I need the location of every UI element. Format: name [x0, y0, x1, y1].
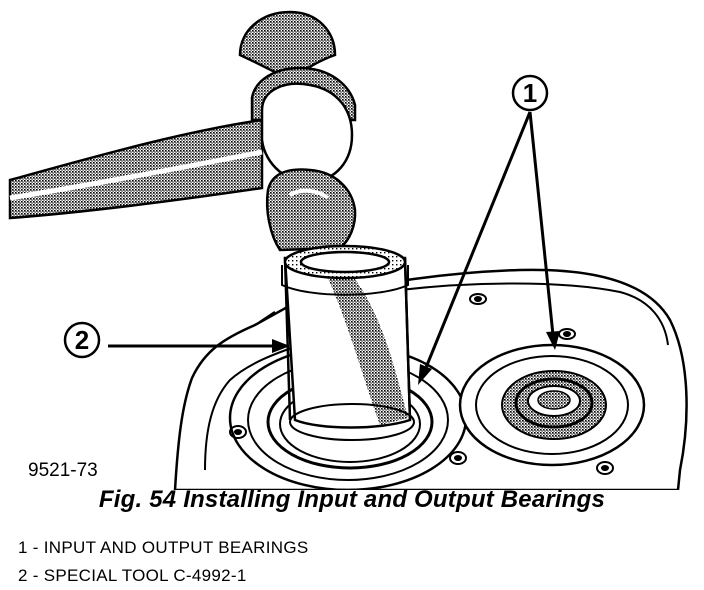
- special-tool-driver: [281, 244, 415, 441]
- callout-2-number: 2: [75, 325, 89, 355]
- callout-1: 1: [418, 74, 560, 385]
- legend-item-2: 2 - SPECIAL TOOL C-4992-1: [18, 566, 247, 585]
- hammer-handle: [8, 118, 264, 220]
- bolt-hole: [449, 451, 467, 465]
- callout-2: 2: [63, 321, 290, 359]
- figure-id-label: 9521-73: [28, 460, 98, 481]
- output-bearing: [458, 343, 646, 467]
- legend-list: 1 - INPUT AND OUTPUT BEARINGS 2 - SPECIA…: [18, 534, 309, 590]
- bolt-hole: [469, 293, 487, 305]
- callout-1-number: 1: [523, 78, 537, 108]
- bearing-installation-diagram: 1 2 9521-73: [8, 10, 688, 490]
- hammer-head: [238, 10, 357, 252]
- bolt-hole: [596, 461, 614, 475]
- figure-caption: Fig. 54 Installing Input and Output Bear…: [98, 486, 606, 513]
- bolt-hole: [558, 328, 576, 340]
- legend-item-1: 1 - INPUT AND OUTPUT BEARINGS: [18, 538, 309, 557]
